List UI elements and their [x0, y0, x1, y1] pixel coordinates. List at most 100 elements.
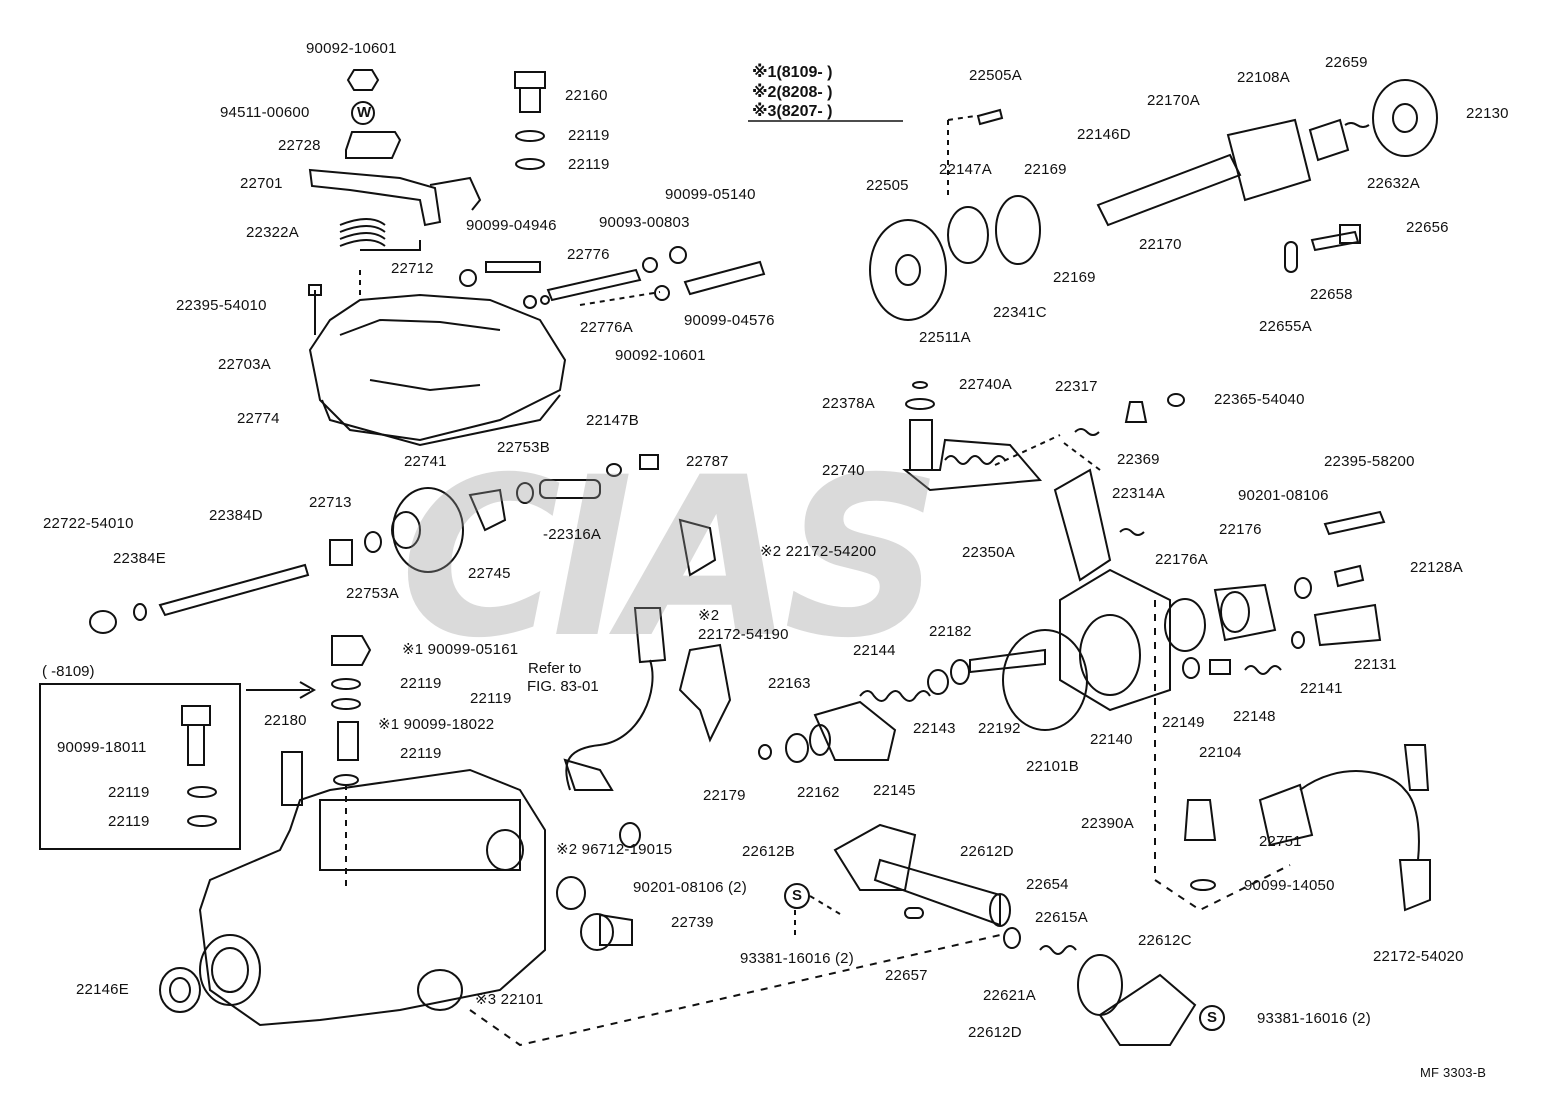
- part-label[interactable]: 22119: [568, 127, 610, 144]
- part-label[interactable]: 22176: [1219, 521, 1262, 538]
- part-label[interactable]: 22395-54010: [176, 297, 267, 314]
- part-label[interactable]: 22384D: [209, 507, 263, 524]
- part-label[interactable]: 22505: [866, 177, 909, 194]
- part-label[interactable]: 22119: [568, 156, 610, 173]
- part-label[interactable]: 22170A: [1147, 92, 1200, 109]
- part-label[interactable]: 22130: [1466, 105, 1509, 122]
- part-label[interactable]: 22612D: [960, 843, 1014, 860]
- part-label[interactable]: 22180: [264, 712, 307, 729]
- part-label[interactable]: 22172-54020: [1373, 948, 1464, 965]
- part-label[interactable]: 22172-54190: [698, 626, 789, 643]
- part-label[interactable]: 90201-08106 (2): [633, 879, 747, 896]
- part-label[interactable]: 90092-10601: [306, 40, 397, 57]
- part-label[interactable]: 22776A: [580, 319, 633, 336]
- part-label[interactable]: 22128A: [1410, 559, 1463, 576]
- part-label[interactable]: 22350A: [962, 544, 1015, 561]
- part-label[interactable]: 22140: [1090, 731, 1133, 748]
- part-label[interactable]: 22657: [885, 967, 928, 984]
- part-label[interactable]: 22147B: [586, 412, 639, 429]
- part-label[interactable]: 22612B: [742, 843, 795, 860]
- part-label[interactable]: 90099-05140: [665, 186, 756, 203]
- part-label[interactable]: ※2 96712-19015: [556, 841, 673, 858]
- part-label[interactable]: 93381-16016 (2): [740, 950, 854, 967]
- part-label[interactable]: 22722-54010: [43, 515, 134, 532]
- part-label[interactable]: 22390A: [1081, 815, 1134, 832]
- part-label[interactable]: 22621A: [983, 987, 1036, 1004]
- part-label[interactable]: 22384E: [113, 550, 166, 567]
- part-label[interactable]: ※1 90099-18022: [378, 716, 495, 733]
- part-label[interactable]: 22728: [278, 137, 321, 154]
- part-label[interactable]: 94511-00600: [220, 104, 310, 121]
- part-label[interactable]: 22739: [671, 914, 714, 931]
- part-label[interactable]: 22378A: [822, 395, 875, 412]
- part-label[interactable]: -22316A: [543, 526, 602, 543]
- part-label[interactable]: 22146E: [76, 981, 129, 998]
- part-label[interactable]: 22741: [404, 453, 447, 470]
- part-label[interactable]: 93381-16016 (2): [1257, 1010, 1371, 1027]
- part-label[interactable]: 22322A: [246, 224, 299, 241]
- part-label[interactable]: 22131: [1354, 656, 1397, 673]
- part-label[interactable]: 22751: [1259, 833, 1302, 850]
- part-label[interactable]: 22615A: [1035, 909, 1088, 926]
- part-label[interactable]: 22104: [1199, 744, 1242, 761]
- part-label[interactable]: 22119: [470, 690, 512, 707]
- part-label[interactable]: 22658: [1310, 286, 1353, 303]
- inset-label-90099-18011[interactable]: 90099-18011: [57, 739, 147, 756]
- part-label[interactable]: 22146D: [1077, 126, 1131, 143]
- part-label[interactable]: 22505A: [969, 67, 1022, 84]
- part-label[interactable]: 22612D: [968, 1024, 1022, 1041]
- part-label[interactable]: 22148: [1233, 708, 1276, 725]
- inset-label-22119-b[interactable]: 22119: [108, 813, 150, 830]
- part-label[interactable]: 90099-04576: [684, 312, 775, 329]
- part-label[interactable]: 22341C: [993, 304, 1047, 321]
- part-label[interactable]: 22365-54040: [1214, 391, 1305, 408]
- part-label[interactable]: 22712: [391, 260, 434, 277]
- part-label[interactable]: 90099-14050: [1244, 877, 1335, 894]
- part-label[interactable]: 22143: [913, 720, 956, 737]
- part-label[interactable]: 22101B: [1026, 758, 1079, 775]
- inset-label-22119-a[interactable]: 22119: [108, 784, 150, 801]
- part-label[interactable]: 22144: [853, 642, 896, 659]
- part-label[interactable]: 22753A: [346, 585, 399, 602]
- part-label[interactable]: 22713: [309, 494, 352, 511]
- part-label[interactable]: ※1 90099-05161: [402, 641, 519, 658]
- part-label[interactable]: 22395-58200: [1324, 453, 1415, 470]
- part-label[interactable]: 22160: [565, 87, 608, 104]
- part-label[interactable]: 22632A: [1367, 175, 1420, 192]
- part-label[interactable]: 22787: [686, 453, 729, 470]
- part-label[interactable]: 90093-00803: [599, 214, 690, 231]
- part-label[interactable]: 22169: [1024, 161, 1067, 178]
- part-label[interactable]: 22169: [1053, 269, 1096, 286]
- part-label[interactable]: 22145: [873, 782, 916, 799]
- part-label[interactable]: 22147A: [939, 161, 992, 178]
- part-label[interactable]: 22141: [1300, 680, 1343, 697]
- part-label[interactable]: 22162: [797, 784, 840, 801]
- part-label[interactable]: 22745: [468, 565, 511, 582]
- part-label[interactable]: 22701: [240, 175, 283, 192]
- part-label[interactable]: 22612C: [1138, 932, 1192, 949]
- part-label[interactable]: 22163: [768, 675, 811, 692]
- part-label[interactable]: 22753B: [497, 439, 550, 456]
- part-label[interactable]: 22176A: [1155, 551, 1208, 568]
- part-label[interactable]: 22149: [1162, 714, 1205, 731]
- part-label[interactable]: 22170: [1139, 236, 1182, 253]
- part-label[interactable]: 22740: [822, 462, 865, 479]
- part-label[interactable]: 22182: [929, 623, 972, 640]
- part-label[interactable]: 22314A: [1112, 485, 1165, 502]
- part-label[interactable]: 22656: [1406, 219, 1449, 236]
- part-label[interactable]: ※3 22101: [475, 991, 544, 1008]
- part-label[interactable]: 90092-10601: [615, 347, 706, 364]
- part-label[interactable]: 22511A: [919, 329, 971, 346]
- part-label[interactable]: 22192: [978, 720, 1021, 737]
- part-label[interactable]: 22317: [1055, 378, 1098, 395]
- part-label[interactable]: 90099-04946: [466, 217, 557, 234]
- part-label[interactable]: 22655A: [1259, 318, 1312, 335]
- part-label[interactable]: 22654: [1026, 876, 1069, 893]
- part-label[interactable]: 90201-08106: [1238, 487, 1329, 504]
- part-label[interactable]: 22369: [1117, 451, 1160, 468]
- part-label[interactable]: ※2 22172-54200: [760, 543, 877, 560]
- part-label[interactable]: 22659: [1325, 54, 1368, 71]
- part-label[interactable]: 22703A: [218, 356, 271, 373]
- part-label[interactable]: 22740A: [959, 376, 1012, 393]
- part-label[interactable]: 22119: [400, 745, 442, 762]
